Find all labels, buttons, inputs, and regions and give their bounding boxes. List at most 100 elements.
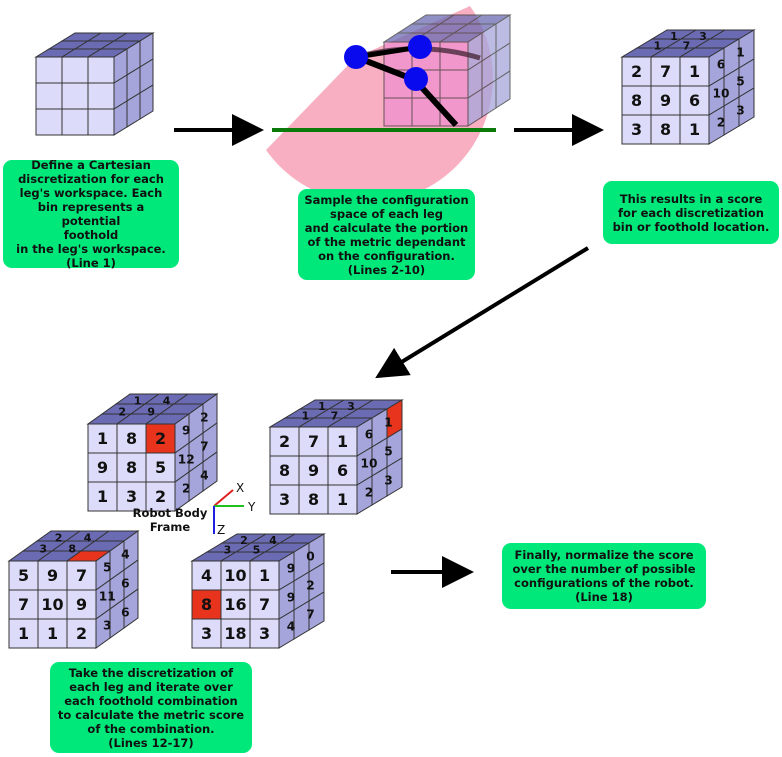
top-value: 3: [39, 543, 47, 556]
sample-side-cell: [495, 70, 511, 109]
cube-front-cell: [327, 484, 358, 515]
side-value: 7: [306, 608, 314, 622]
side-value: 2: [717, 115, 725, 129]
front-value: 7: [18, 595, 29, 614]
front-value: 1: [337, 432, 348, 451]
front-value: 6: [337, 461, 348, 480]
front-value: 7: [76, 566, 87, 585]
cube-front-cell: [61, 108, 89, 136]
front-value: 8: [201, 595, 212, 614]
front-value: 8: [308, 490, 319, 509]
step3-score-result: This results in a score for each discret…: [603, 181, 779, 244]
front-value: 9: [97, 458, 108, 477]
top-value: 1: [134, 395, 142, 408]
cube-front-cell: [679, 114, 710, 145]
step2-sample-configuration: Sample the configuration space of each l…: [298, 189, 475, 280]
cube-side-cell: [386, 457, 403, 497]
front-value: 5: [18, 566, 29, 585]
side-value: 1: [384, 416, 392, 430]
cube-front-cell: [35, 108, 63, 136]
cube-empty: [34, 32, 155, 136]
front-value: 9: [47, 566, 58, 585]
side-value: 7: [200, 440, 208, 454]
side-value: 12: [178, 453, 195, 467]
sample-cube: [382, 14, 512, 127]
side-value: 3: [103, 619, 111, 633]
front-value: 1: [97, 429, 108, 448]
front-value: 8: [660, 120, 671, 139]
front-value: 8: [631, 91, 642, 110]
sample-front-cell: [383, 97, 413, 127]
front-value: 2: [155, 487, 166, 506]
side-value: 6: [365, 427, 373, 441]
side-value: 1: [736, 46, 744, 60]
front-value: 4: [201, 566, 212, 585]
front-value: 1: [689, 120, 700, 139]
side-value: 4: [287, 619, 295, 633]
cube-front-cell: [35, 56, 63, 84]
front-value: 3: [259, 624, 270, 643]
top-value: 9: [147, 406, 155, 419]
cube-front-cell: [145, 481, 176, 512]
side-value: 10: [361, 456, 378, 470]
sample-front-cell: [439, 69, 469, 99]
arrow-step3-to-step4: [375, 246, 590, 379]
front-value: 1: [18, 624, 29, 643]
top-value: 3: [224, 544, 232, 557]
front-value: 2: [76, 624, 87, 643]
front-value: 18: [224, 624, 246, 643]
axis-x-line: [213, 489, 234, 507]
front-value: 6: [689, 91, 700, 110]
front-value: 3: [631, 120, 642, 139]
axis-x-label: X: [236, 481, 244, 495]
front-value: 3: [201, 624, 212, 643]
top-value: 4: [269, 534, 277, 547]
cube-front-cell: [87, 56, 115, 84]
top-value: 3: [699, 30, 707, 43]
step5-normalize-score: Finally, normalize the score over the nu…: [502, 543, 706, 609]
front-value: 10: [224, 566, 246, 585]
knee-joint: [404, 67, 428, 91]
front-value: 2: [279, 432, 290, 451]
cube-front-cell: [61, 82, 89, 110]
front-value: 9: [76, 595, 87, 614]
front-value: 1: [47, 624, 58, 643]
side-value: 6: [121, 577, 129, 591]
top-value: 1: [670, 30, 678, 43]
front-value: 8: [126, 429, 137, 448]
top-value: 5: [253, 544, 261, 557]
side-value: 9: [287, 561, 295, 575]
front-value: 7: [660, 62, 671, 81]
leg-sampling-illustration: [266, 6, 512, 203]
top-value: 7: [331, 410, 339, 423]
top-value: 1: [318, 400, 326, 413]
side-value: 10: [713, 86, 730, 100]
front-value: 7: [259, 595, 270, 614]
top-value: 4: [163, 395, 171, 408]
front-value: 5: [155, 458, 166, 477]
side-value: 5: [736, 75, 744, 89]
robot-body-frame-axes: X Y Z: [213, 481, 256, 537]
top-value: 7: [683, 40, 691, 53]
top-value: 3: [347, 400, 355, 413]
axis-y-label: Y: [247, 500, 256, 514]
top-value: 8: [68, 543, 76, 556]
side-value: 2: [365, 485, 373, 499]
step4-iterate-combinations: Take the discretization of each leg and …: [50, 662, 252, 753]
side-value: 3: [736, 104, 744, 118]
side-value: 9: [287, 590, 295, 604]
side-value: 2: [182, 482, 190, 496]
side-value: 2: [306, 579, 314, 593]
side-value: 4: [200, 469, 208, 483]
side-value: 4: [121, 548, 129, 562]
side-value: 5: [103, 561, 111, 575]
front-value: 7: [308, 432, 319, 451]
step1-define-discretization: Define a Cartesian discretization for ea…: [3, 158, 179, 270]
sample-front-cell: [383, 41, 413, 71]
front-value: 2: [631, 62, 642, 81]
